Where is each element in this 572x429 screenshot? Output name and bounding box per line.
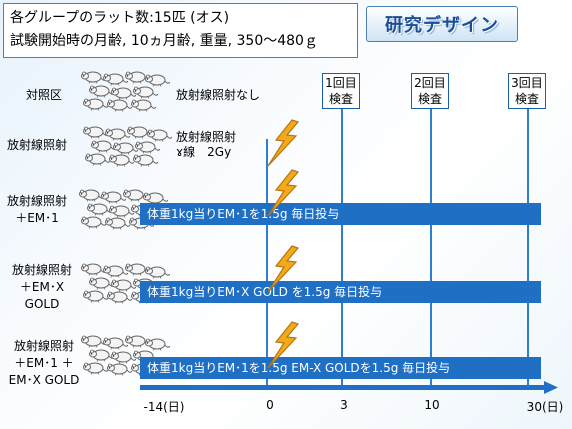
day-3-line [341, 109, 343, 385]
rat-group-control-icon [80, 70, 170, 112]
treatment-bar-em1-emx: 体重1kg当りEM･1を1.5g EM-X GOLDを1.5g 毎日投与 [140, 357, 541, 379]
design-title: 研究デザイン [366, 6, 518, 42]
check-1-box: 1回目 検査 [322, 73, 360, 109]
no-radiation-note: 放射線照射なし [176, 88, 261, 102]
tick-label-30: 30(日) [526, 400, 564, 414]
gamma-dose-note: 放射線照射 ɤ線 2Gy [176, 130, 237, 159]
age-weight-text: 試験開始時の月齢, 10ヵ月齢, 重量, 350～480ｇ [10, 33, 318, 49]
group-label-em1: 放射線照射 ＋EM･1 [6, 194, 67, 225]
tick-label-0: 0 [266, 398, 274, 412]
timeline-arrow-icon [140, 381, 558, 394]
group-label-radiation: 放射線照射 [6, 138, 67, 152]
tick-label-3: 3 [340, 398, 348, 412]
check-2-box: 2回目 検査 [411, 73, 449, 109]
group-label-control: 対照区 [25, 88, 62, 102]
group-label-em1-emx: 放射線照射 ＋EM･1 ＋ EM･X GOLD [8, 339, 80, 387]
lightning-bolt-icon [262, 320, 304, 370]
lightning-bolt-icon [262, 168, 304, 218]
tick-label-minus14: -14(日) [143, 400, 185, 414]
rat-group-radiation-icon [82, 125, 172, 167]
group-label-emx: 放射線照射 ＋EM･X GOLD [11, 263, 72, 311]
lightning-bolt-icon [262, 244, 304, 294]
treatment-bar-emx: 体重1kg当りEM･X GOLD を1.5g 毎日投与 [140, 281, 541, 303]
check-3-box: 3回目 検査 [508, 73, 546, 109]
study-info-box: 各グループのラット数:15匹 (オス) 試験開始時の月齢, 10ヵ月齢, 重量,… [3, 3, 358, 58]
lightning-bolt-icon [262, 118, 304, 168]
rat-count-text: 各グループのラット数:15匹 (オス) [10, 10, 230, 26]
day-30-line [527, 109, 529, 385]
day-10-line [430, 109, 432, 385]
tick-label-10: 10 [424, 398, 440, 412]
treatment-bar-em1: 体重1kg当りEM･1を1.5g 毎日投与 [140, 203, 541, 225]
day-0-line [266, 139, 268, 385]
